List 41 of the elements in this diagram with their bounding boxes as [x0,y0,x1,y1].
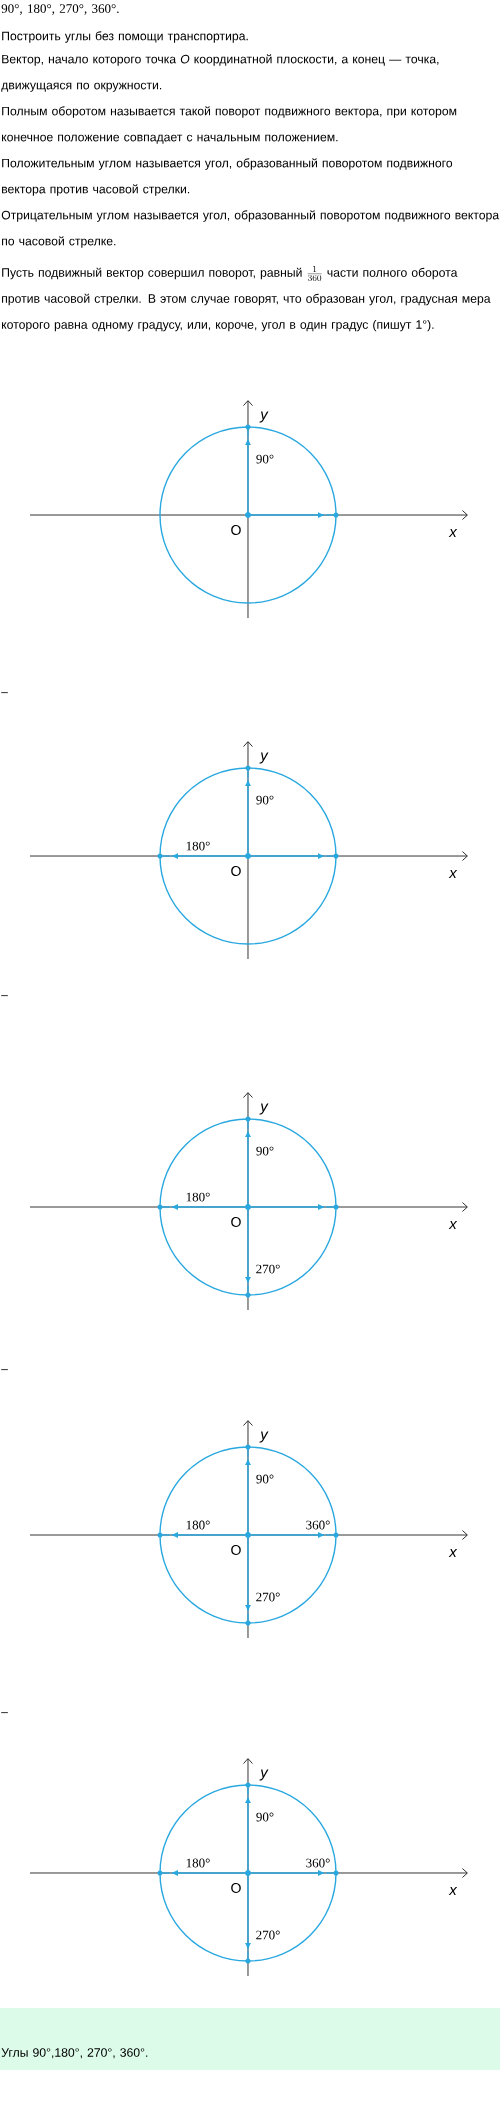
angle-label: 90° [256,1474,274,1484]
angle-label: 180° [186,1192,210,1202]
axis-label: y [259,1769,269,1781]
paragraph: Положительным углом называется угол, образованный поворотом подвижного вектора против часовой стрелки. [2,158,453,196]
origin-label: O [231,525,241,535]
dash: – [1,1712,8,1714]
angle-label: 90° [256,454,274,464]
angle-label: 180° [186,1520,210,1530]
axis-label: x [448,529,458,537]
paragraph: Пусть подвижный вектор совершил поворот, равный $\frac{1}{360}$ части полного оборота против часовой стрелки. В этом случае говорят, что образован угол, градусная мера которого равна одному градусу, или, короче, угол в один градус (пишут 1°). [2,266,491,332]
axis-label: x [448,1221,458,1229]
heading: 90°, 180°, 270°, 360°. [1,4,119,15]
angle-label: 270° [256,1264,280,1274]
dash: – [1,1369,8,1371]
paragraph: Построить углы без помощи транспортира. [2,31,248,43]
axis-label: x [448,1887,458,1895]
paragraph: Отрицательным углом называется угол, образованный поворотом подвижного вектора по часовой стрелке. [1,210,500,248]
angle-label: 180° [186,1858,210,1868]
dash: – [1,692,8,694]
axis-label: y [259,411,269,423]
axis-label: x [448,1549,458,1557]
origin-label: O [231,866,241,876]
answer-text: Углы 90°,180°, 270°, 360°. [1,2048,148,2059]
angle-label: 90° [256,1812,274,1822]
angle-label: 180° [186,841,210,851]
origin-label: O [231,1545,241,1555]
angle-label: 90° [256,795,274,805]
angle-label: 270° [256,1930,280,1940]
axis-label: y [259,752,269,764]
paragraph: Вектор, начало которого точка O координатной плоскости, а конец — точка, движущаяся по окружности. [1,54,439,92]
paragraph: Полным оборотом называется такой поворот подвижного вектора, при котором конечное положение совпадает с начальным положением. [2,106,457,144]
angle-label: 360° [306,1520,330,1530]
angle-label: 270° [256,1592,280,1602]
origin-label: O [231,1883,241,1893]
origin-label: O [231,1217,241,1227]
angle-label: 360° [306,1858,330,1868]
axis-label: y [259,1431,269,1443]
angle-label: 90° [256,1146,274,1156]
dash: – [1,995,8,997]
axis-label: y [259,1103,269,1115]
axis-label: x [448,870,458,878]
